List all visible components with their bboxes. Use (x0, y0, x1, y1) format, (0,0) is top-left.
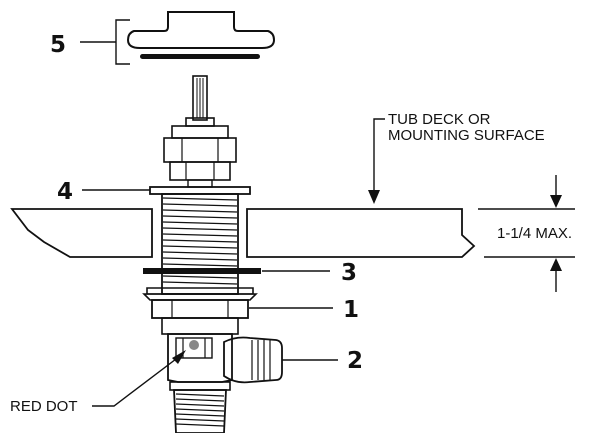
callout-4: 4 (57, 179, 73, 205)
inlet-thread-line (175, 423, 225, 427)
red-dot-leader (92, 350, 186, 407)
packing-nut (163, 125, 237, 181)
thread-line (162, 257, 238, 261)
callout-3: 3 (341, 260, 357, 286)
thread-line (162, 245, 238, 249)
thread-line (162, 275, 238, 279)
thread-line (162, 203, 238, 207)
thread-line (162, 209, 238, 213)
callout-2: 2 (347, 348, 363, 374)
inlet-thread-line (175, 408, 225, 412)
threaded-body (161, 193, 239, 295)
thread-line (162, 281, 238, 285)
thread-line (162, 227, 238, 231)
callout-1: 1 (343, 297, 359, 323)
thread-line (162, 263, 238, 267)
valve-stem (185, 75, 215, 127)
inlet-thread-line (175, 418, 225, 422)
inlet-threads (175, 393, 225, 427)
inlet-thread-line (175, 398, 225, 402)
inlet-thread-line (175, 393, 225, 397)
red-dot-label: RED DOT (10, 398, 78, 415)
handle-cap-part-5 (80, 11, 276, 65)
valve-body (161, 317, 239, 383)
side-outlet-part-2 (223, 336, 338, 384)
thread-line (162, 239, 238, 243)
upper-washer-part-4 (82, 179, 251, 195)
inlet-thread-line (175, 413, 225, 417)
bottom-inlet (169, 381, 231, 433)
thread-line (162, 197, 238, 201)
tub-deck (10, 208, 476, 258)
red-dot-marker (189, 340, 199, 350)
inlet-thread-line (175, 403, 225, 407)
thread-line (162, 251, 238, 255)
thread-line (162, 233, 238, 237)
thread-line (162, 221, 238, 225)
surface-leader (368, 118, 385, 204)
surface-label-line2: MOUNTING SURFACE (388, 127, 545, 144)
thread-line (162, 215, 238, 219)
callout-5: 5 (50, 32, 66, 58)
thickness-dimension (478, 175, 575, 292)
max-thickness-label: 1-1/4 MAX. (497, 225, 572, 242)
locknut-part-1 (142, 287, 333, 319)
lower-gasket-part-3 (143, 268, 330, 274)
surface-label-line1: TUB DECK OR (388, 111, 491, 128)
